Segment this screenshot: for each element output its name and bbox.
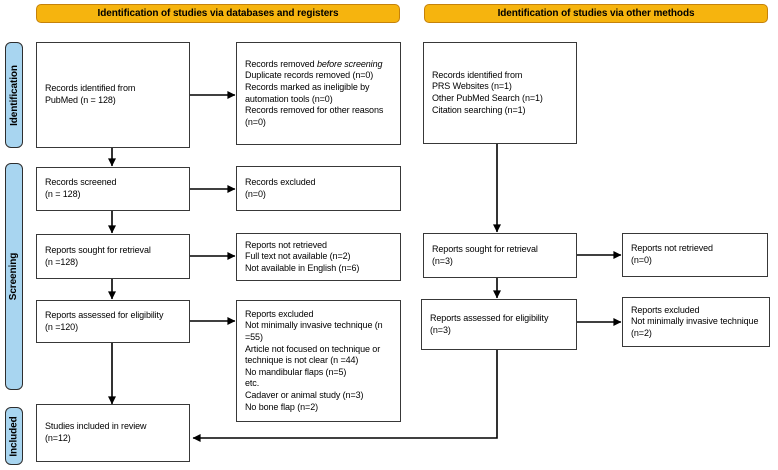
flow-box-reports-sought-other: Reports sought for retrieval (n=3) — [423, 233, 577, 278]
records-excluded-text: Records excluded (n=0) — [245, 176, 316, 199]
records-removed-rest: Duplicate records removed (n=0) Records … — [245, 70, 384, 127]
header-databases-registers: Identification of studies via databases … — [36, 4, 400, 23]
studies-included-text: Studies included in review (n=12) — [45, 421, 147, 443]
reports-not-retrieved-text: Reports not retrieved Full text not avai… — [245, 239, 360, 273]
stage-identification: Identification — [5, 42, 23, 148]
reports-excluded-text: Reports excluded Not minimally invasive … — [245, 308, 383, 412]
flow-box-records-identified-other: Records identified from PRS Websites (n=… — [423, 42, 577, 144]
reports-assessed-text: Reports assessed for eligibility (n =120… — [45, 309, 164, 332]
flow-box-records-identified: Records identified from PubMed (n = 128) — [36, 42, 190, 148]
reports-sought-other-text: Reports sought for retrieval (n=3) — [432, 243, 538, 266]
header-other-methods: Identification of studies via other meth… — [424, 4, 768, 23]
reports-not-retrieved-other-text: Reports not retrieved (n=0) — [631, 243, 713, 265]
reports-assessed-other-text: Reports assessed for eligibility (n=3) — [430, 312, 549, 335]
flow-box-reports-sought: Reports sought for retrieval (n =128) — [36, 234, 190, 279]
records-identified-text: Records identified from PubMed (n = 128) — [45, 83, 136, 105]
records-screened-text: Records screened (n = 128) — [45, 177, 117, 199]
flow-box-reports-not-retrieved-other: Reports not retrieved (n=0) — [622, 233, 768, 277]
records-identified-other-text: Records identified from PRS Websites (n=… — [432, 69, 543, 115]
stage-screening: Screening — [5, 163, 23, 390]
flow-box-records-excluded: Records excluded (n=0) — [236, 166, 401, 211]
stage-included-label: Included — [8, 415, 20, 457]
flow-box-records-screened: Records screened (n = 128) — [36, 167, 190, 211]
reports-excluded-other-text: Reports excluded Not minimally invasive … — [631, 304, 759, 338]
flow-box-reports-excluded-other: Reports excluded Not minimally invasive … — [622, 297, 770, 347]
records-removed-prefix: Records removed — [245, 58, 317, 69]
flow-box-studies-included: Studies included in review (n=12) — [36, 404, 190, 462]
arrow-other-assessed-to-included — [192, 350, 498, 442]
stage-identification-label: Identification — [8, 64, 20, 126]
stage-screening-label: Screening — [8, 252, 20, 301]
flow-box-reports-not-retrieved: Reports not retrieved Full text not avai… — [236, 233, 401, 281]
flow-box-reports-excluded: Reports excluded Not minimally invasive … — [236, 300, 401, 422]
records-removed-italic: before screening — [316, 58, 383, 69]
flow-box-reports-assessed-other: Reports assessed for eligibility (n=3) — [421, 299, 577, 350]
reports-sought-text: Reports sought for retrieval (n =128) — [45, 244, 151, 267]
flow-box-reports-assessed: Reports assessed for eligibility (n =120… — [36, 300, 190, 343]
stage-included: Included — [5, 407, 23, 465]
